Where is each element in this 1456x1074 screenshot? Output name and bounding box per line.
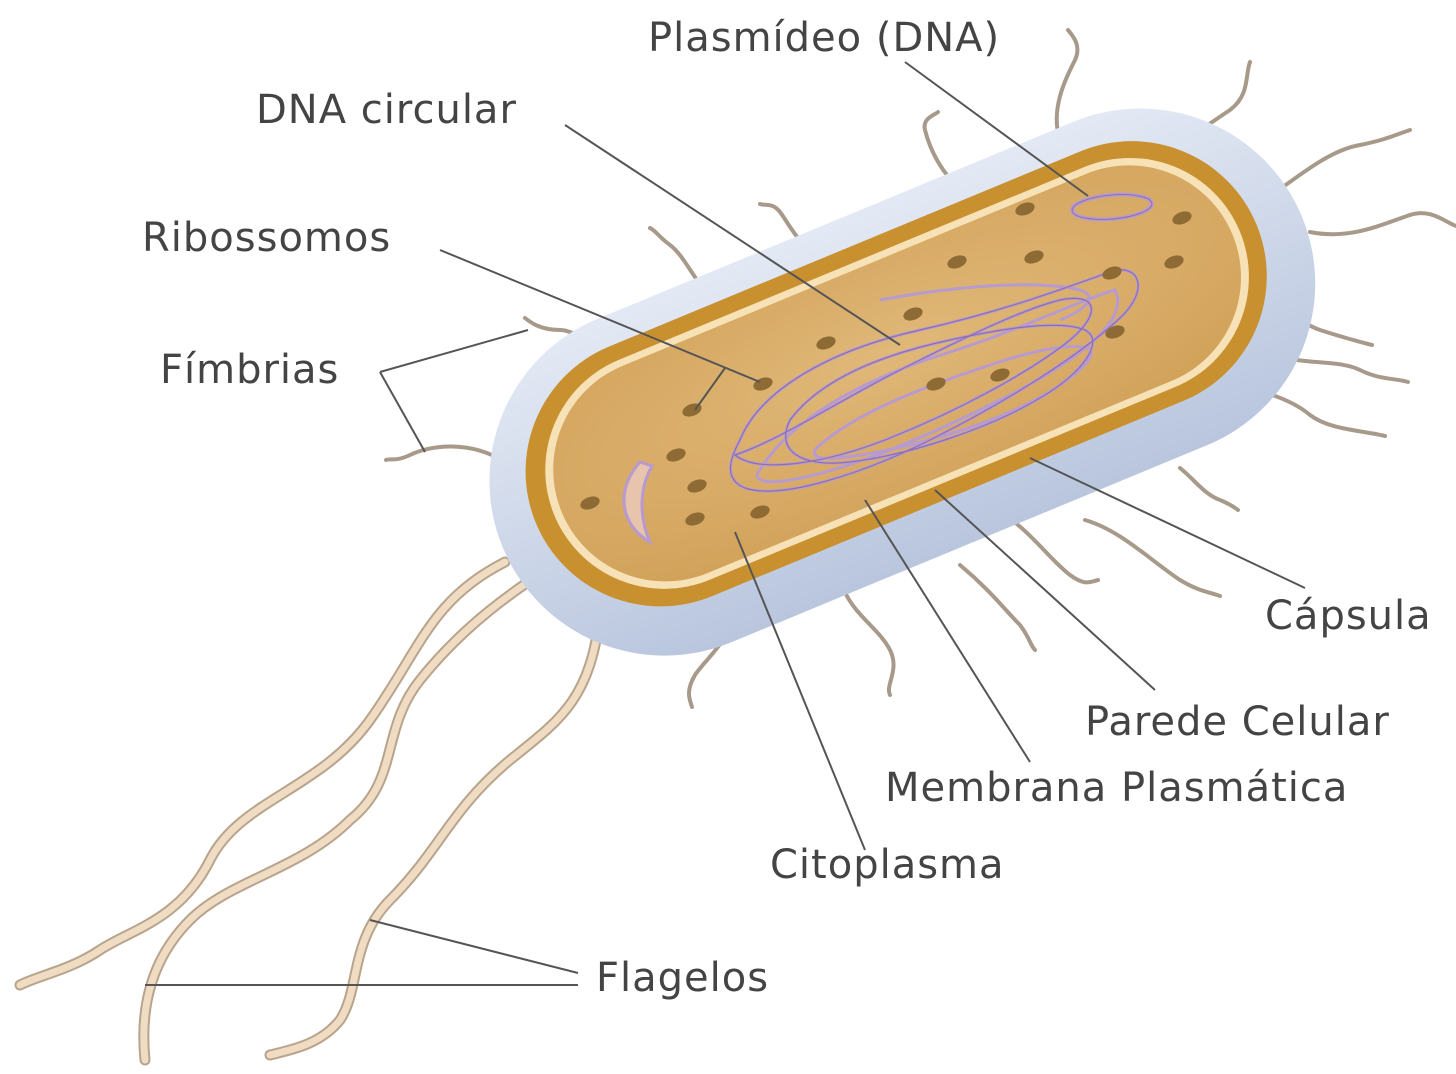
label-dna-circular: DNA circular [256, 90, 517, 130]
label-parede-celular: Parede Celular [1085, 702, 1390, 742]
flagellum-3 [270, 615, 600, 1055]
leader-parede-celular [935, 490, 1155, 690]
leader-fimbrias-1 [380, 330, 528, 372]
leader-fimbrias-2 [380, 372, 425, 452]
flagella-group [20, 548, 600, 1060]
cell-body [436, 55, 1369, 709]
leader-flagelos-1 [370, 920, 578, 973]
label-membrana-plasmatica: Membrana Plasmática [885, 768, 1348, 808]
flagellum-1 [20, 562, 505, 985]
leader-capsula [1030, 458, 1305, 588]
label-plasmideo: Plasmídeo (DNA) [648, 18, 1000, 58]
label-citoplasma: Citoplasma [770, 845, 1005, 885]
flagellum-2 [144, 548, 582, 1060]
label-fimbrias: Fímbrias [160, 350, 339, 390]
label-ribossomos: Ribossomos [142, 218, 391, 258]
label-flagelos: Flagelos [596, 958, 769, 998]
label-capsula: Cápsula [1265, 596, 1432, 636]
